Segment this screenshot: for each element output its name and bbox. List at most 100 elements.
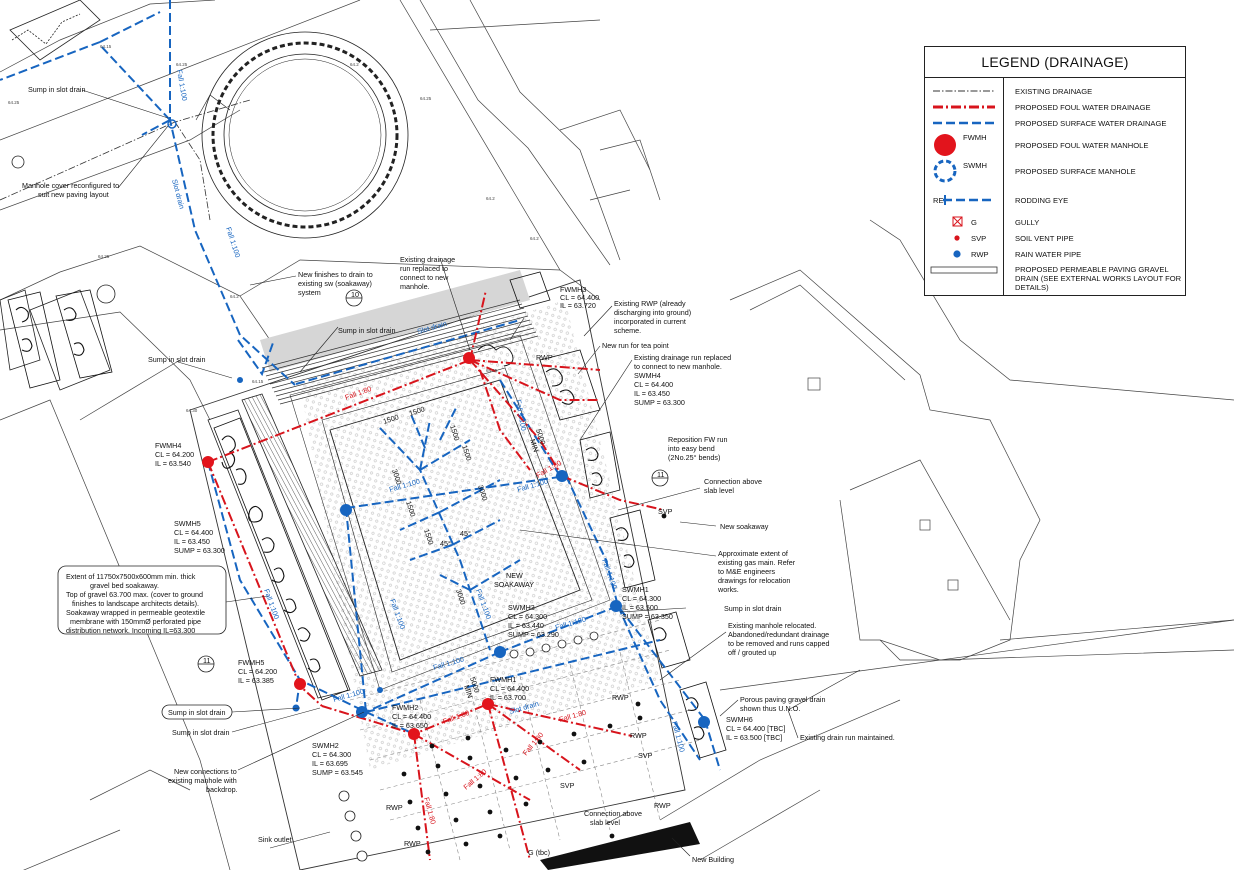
swmh2-marker xyxy=(356,706,368,718)
symbol-rwp-3: RWP xyxy=(630,731,647,740)
svg-text:64.25: 64.25 xyxy=(176,62,188,67)
label-new-soakaway: NEW SOAKAWAY xyxy=(494,571,534,589)
note-connection-above: Connection above slab level xyxy=(704,477,764,495)
fwmh1-marker xyxy=(482,698,494,710)
svg-text:64.25: 64.25 xyxy=(8,100,20,105)
label-swmh3: SWMH3 CL = 64.300 IL = 63.440 SUMP = 63.… xyxy=(508,603,559,639)
planters xyxy=(7,271,727,759)
gravel-drain-icon xyxy=(930,266,998,274)
symbol-rwp-2: RWP xyxy=(612,693,629,702)
svg-text:MIN: MIN xyxy=(462,684,475,699)
label-fwmh1: FWMH1 CL = 64.400 IL = 63.700 xyxy=(490,675,531,702)
fwmh4-marker xyxy=(202,456,214,468)
rwp-marker-4 xyxy=(377,687,383,693)
svg-text:64.2: 64.2 xyxy=(350,62,359,67)
upper-planters xyxy=(0,0,111,391)
svg-text:64.2: 64.2 xyxy=(486,196,495,201)
note-manhole-relocated: Existing manhole relocated. Abandoned/re… xyxy=(728,621,832,657)
symbol-rwp-5: RWP xyxy=(386,803,403,812)
surface-drainage-line xyxy=(933,121,995,125)
sump-box xyxy=(161,704,233,720)
section-mark-10: 10 xyxy=(351,290,359,299)
flow-label-21: Fall 1:80 xyxy=(462,767,489,792)
note-sump-slot-1: Sump in slot drain xyxy=(28,85,86,94)
rwp-marker-3 xyxy=(237,377,243,383)
surface-manholes xyxy=(167,119,710,728)
existing-manholes xyxy=(11,155,599,862)
note-sump-slot-5: Sump in slot drain xyxy=(172,728,230,737)
label-swmh4: SWMH4 CL = 64.400 IL = 63.450 SUMP = 63.… xyxy=(634,371,685,407)
note-new-building: New Building xyxy=(692,855,734,864)
flow-label-1: Fall 1:100 xyxy=(175,69,189,102)
flow-label-10: Fall 1:100 xyxy=(262,588,281,621)
note-existing-run-replaced: Existing drainage run replaced to connec… xyxy=(400,255,457,291)
note-reposition-fw: Reposition FW run into easy bend (2No.25… xyxy=(668,435,730,462)
circular-feature xyxy=(195,31,409,239)
note-sump-slot-4: Sump in slot drain xyxy=(724,604,782,613)
soakaway-spec-box xyxy=(57,565,227,635)
symbol-rwp-4: RWP xyxy=(654,801,671,810)
note-new-connections: New connections to existing manhole with… xyxy=(168,767,239,794)
note-sump-box: Sump in slot drain xyxy=(168,708,226,717)
soakaway-dimensions: 1500 1500 1500 1500 3000 3000 1500 1500 … xyxy=(382,404,548,699)
swmh1-marker xyxy=(610,600,622,612)
label-swmh5: SWMH5 CL = 64.400 IL = 63.450 SUMP = 63.… xyxy=(174,519,225,555)
section-mark-11b: 11 xyxy=(203,656,210,665)
swmh6-marker xyxy=(698,716,710,728)
label-swmh6: SWMH6 CL = 64.400 [TBC] IL = 63.500 [TBC… xyxy=(726,715,787,742)
label-fwmh3: FWMH3 CL = 64.400 IL = 63.720 xyxy=(560,285,601,310)
swmh3-marker xyxy=(494,646,506,658)
note-sump-slot-2: Sump in slot drain xyxy=(338,326,396,335)
foul-manhole-icon xyxy=(934,134,956,156)
existing-drainage-line xyxy=(933,90,995,92)
svg-text:64.25: 64.25 xyxy=(98,254,110,259)
note-sink-outlet: Sink outlet xyxy=(258,835,292,844)
svg-text:MIN: MIN xyxy=(528,438,541,453)
note-new-finishes: New finishes to drain to existing sw (so… xyxy=(298,270,375,297)
symbol-svp-3: SVP xyxy=(560,781,575,790)
fwmh5-marker xyxy=(294,678,306,690)
flow-label-3: Fall 1:100 xyxy=(224,226,242,259)
svg-text:64.35: 64.35 xyxy=(486,368,498,373)
label-fwmh2: FWMH2 CL = 64.400 IL = 63.650 xyxy=(392,703,433,730)
flow-label-20: Fall 1:80 xyxy=(521,730,546,757)
rwp-marker-2 xyxy=(167,119,177,129)
foul-drainage-line xyxy=(933,105,995,109)
existing-drainage-run xyxy=(0,99,251,221)
note-sump-slot-3: Sump in slot drain xyxy=(148,355,206,364)
svg-text:64.30: 64.30 xyxy=(186,408,198,413)
label-fwmh4: FWMH4 CL = 64.200 IL = 63.540 xyxy=(155,441,196,468)
svg-text:45°: 45° xyxy=(460,529,471,538)
note-g-tbc: G (tbc) xyxy=(528,848,550,857)
symbol-rwp-1: RWP xyxy=(536,353,553,362)
drain-points xyxy=(401,513,667,855)
fwmh3-marker xyxy=(463,352,475,364)
section-mark-11a: 11 xyxy=(657,470,664,479)
svg-text:45°: 45° xyxy=(440,539,451,548)
svg-text:64.15: 64.15 xyxy=(100,44,112,49)
note-gas-main: Approximate extent of existing gas main.… xyxy=(717,549,797,594)
note-connection-above-2: Connection above slab level xyxy=(584,809,644,827)
symbol-rwp-6: RWP xyxy=(404,839,421,848)
legend-title: LEGEND (DRAINAGE) xyxy=(925,47,1185,78)
surface-manhole-icon xyxy=(933,159,957,183)
drainage-legend: LEGEND (DRAINAGE) EXISTING DRAINAGE PROP… xyxy=(924,46,1186,296)
foul-manholes xyxy=(202,352,494,740)
note-drain-maintained: Existing drain run maintained. xyxy=(800,733,895,742)
svg-text:64.2: 64.2 xyxy=(230,294,239,299)
note-manhole-cover: Manhole cover reconfigured to suit new p… xyxy=(22,181,121,199)
legend-divider xyxy=(1003,77,1004,295)
svp-icon xyxy=(954,235,960,241)
symbol-svp-2: SVP xyxy=(638,751,653,760)
symbol-svp-1: SVP xyxy=(658,507,673,516)
gully-icon xyxy=(952,216,963,227)
note-soakaway-spec: Extent of 11750x7500x600mm min. thick gr… xyxy=(66,572,207,635)
note-porous-paving: Porous paving gravel drain shown thus U.… xyxy=(740,695,828,713)
svg-text:64.15: 64.15 xyxy=(252,379,264,384)
rwp-icon xyxy=(953,250,961,258)
note-new-soakaway: New soakaway xyxy=(720,522,769,531)
leader-lines xyxy=(81,89,861,857)
surface-water-runs xyxy=(0,0,721,771)
note-existing-run-replaced-2: Existing drainage run replaced to connec… xyxy=(634,353,733,371)
